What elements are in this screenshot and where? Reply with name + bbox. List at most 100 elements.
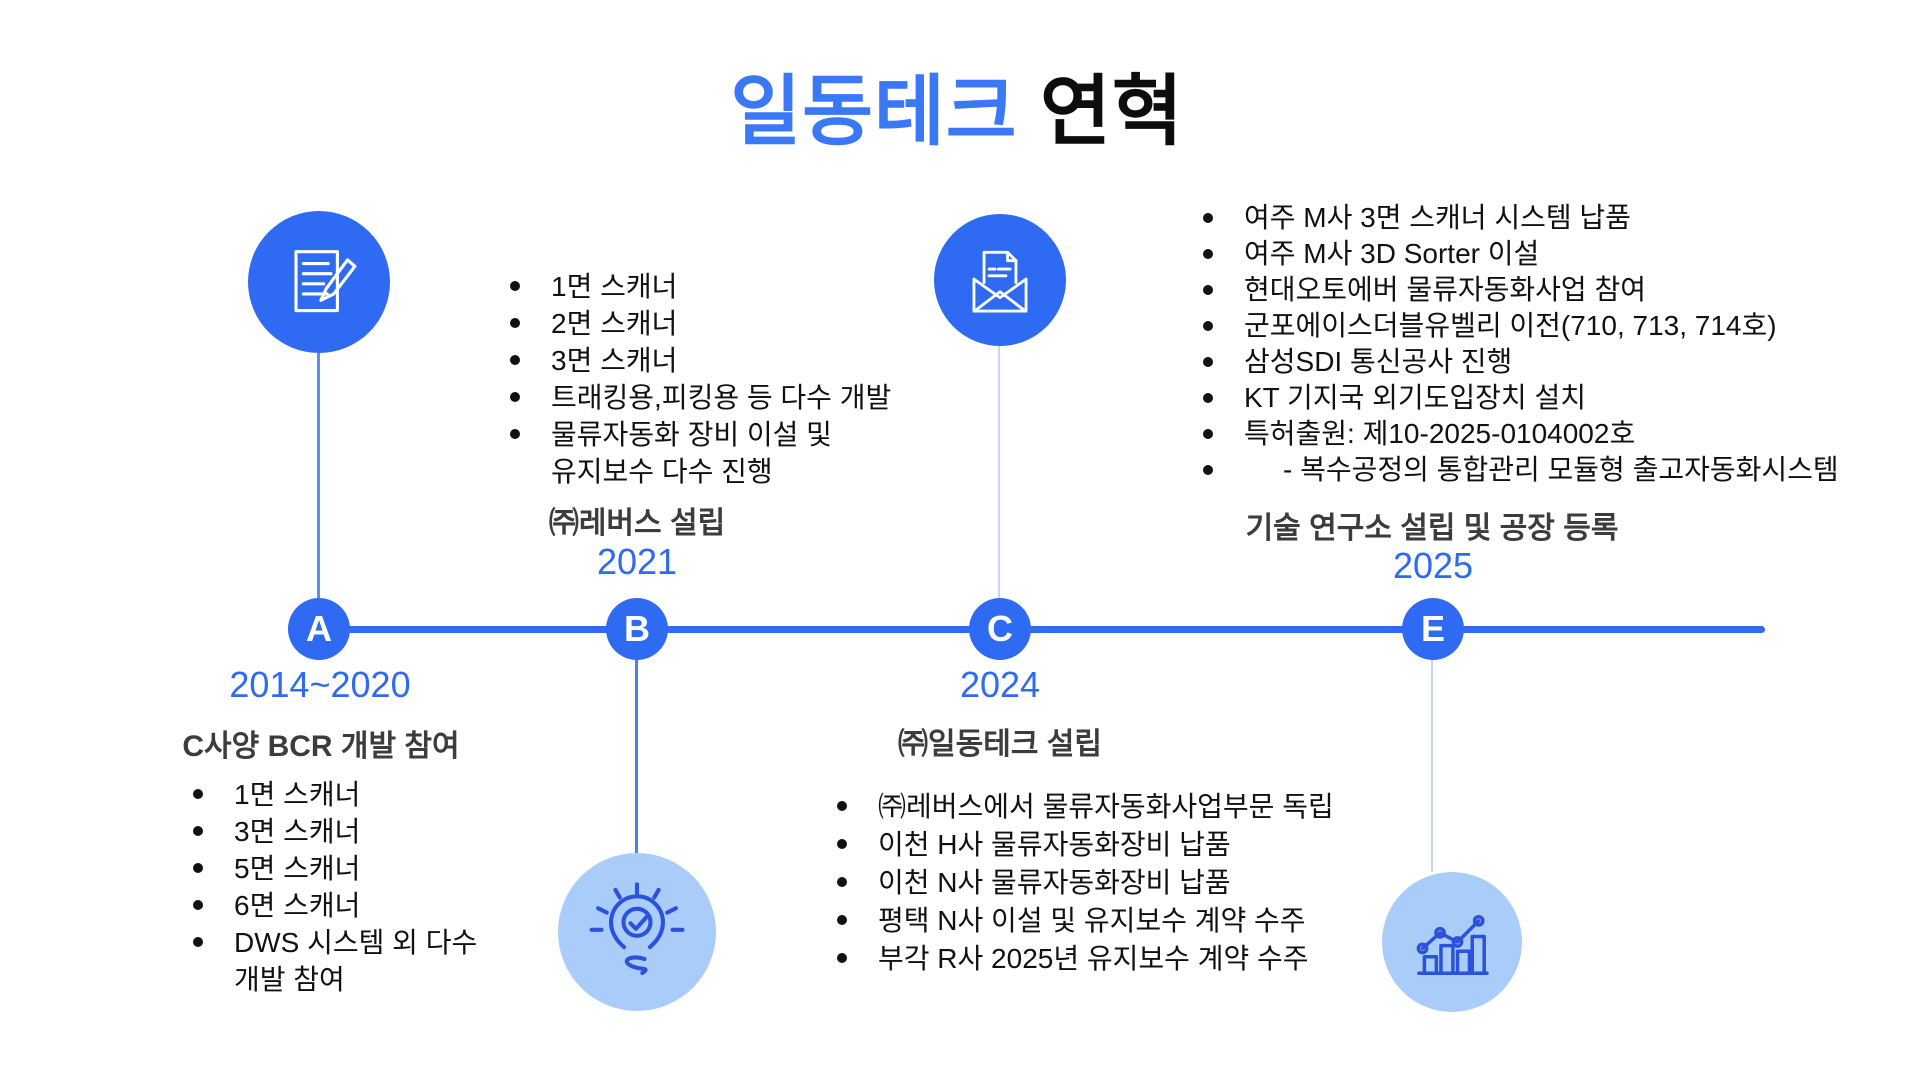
timeline-node-b: B: [606, 598, 668, 660]
section-heading-c: ㈜일동테크 설립: [898, 728, 1102, 761]
list-item: 이천 H사 물류자동화장비 납품: [837, 826, 1334, 864]
page-title: 일동테크 연혁: [0, 50, 1914, 161]
list-item-text: 삼성SDI 통신공사 진행: [1244, 346, 1513, 377]
icon-circle-a: [248, 211, 390, 353]
list-item: 특허출원: 제10-2025-0104002호: [1203, 416, 1839, 452]
bullet-icon: [510, 429, 520, 439]
list-item-text: 유지보수 다수 진행: [551, 456, 773, 487]
year-label-e: 2025: [1392, 545, 1474, 586]
bullet-icon: [1203, 429, 1213, 439]
timeline-line: [319, 626, 1765, 633]
list-item-text: 2면 스캐너: [551, 308, 678, 339]
year-label-b: 2021: [596, 541, 678, 582]
list-item: DWS 시스템 외 다수: [193, 924, 477, 961]
bullet-icon: [1203, 213, 1213, 223]
list-item: ㈜레버스에서 물류자동화사업부문 독립: [837, 788, 1334, 826]
list-item: 군포에이스더블유벨리 이전(710, 713, 714호): [1203, 308, 1839, 344]
list-item-text: 5면 스캐너: [234, 853, 361, 884]
list-item: 현대오토에버 물류자동화사업 참여: [1203, 272, 1839, 308]
list-item-text: 1면 스캐너: [551, 271, 678, 302]
icon-circle-b: [558, 853, 716, 1011]
lightbulb-check-icon: [589, 882, 685, 976]
list-item: 3면 스캐너: [510, 342, 891, 379]
list-item-text: 3면 스캐너: [551, 345, 678, 376]
bullet-icon: [510, 318, 520, 328]
list-item-text: 여주 M사 3면 스캐너 시스템 납품: [1244, 202, 1631, 233]
bullet-icon: [1203, 249, 1213, 259]
bullet-icon: [510, 392, 520, 402]
bullet-icon: [1203, 465, 1213, 475]
bullet-icon: [837, 953, 847, 963]
year-label-a: 2014~2020: [229, 664, 411, 705]
list-item-text: 개발 참여: [234, 964, 345, 995]
growth-chart-icon: [1416, 914, 1489, 976]
bullet-icon: [193, 789, 203, 799]
bullet-icon: [837, 915, 847, 925]
section-heading-a: C사양 BCR 개발 참여: [182, 730, 460, 763]
connector-b: [635, 660, 638, 853]
bullet-icon: [837, 877, 847, 887]
list-item-text: 부각 R사 2025년 유지보수 계약 수주: [878, 943, 1309, 974]
list-item: - 복수공정의 통합관리 모듈형 출고자동화시스템: [1203, 452, 1839, 488]
icon-circle-c: [934, 214, 1066, 346]
bullet-icon: [1203, 393, 1213, 403]
bullet-icon: [193, 826, 203, 836]
node-letter: C: [987, 608, 1013, 649]
list-item-text: 이천 H사 물류자동화장비 납품: [878, 829, 1231, 860]
mail-open-icon: [972, 250, 1028, 313]
list-item: 1면 스캐너: [510, 268, 891, 305]
page-title-brand: 일동테크: [730, 69, 1018, 155]
list-item-text: 현대오토에버 물류자동화사업 참여: [1244, 274, 1646, 305]
node-letter: E: [1420, 608, 1445, 649]
list-item: 부각 R사 2025년 유지보수 계약 수주: [837, 940, 1334, 978]
list-item-text: 이천 N사 물류자동화장비 납품: [878, 867, 1231, 898]
list-item: KT 기지국 외기도입장치 설치: [1203, 380, 1839, 416]
list-item-text: DWS 시스템 외 다수: [234, 927, 478, 958]
list-item-text: 여주 M사 3D Sorter 이설: [1244, 238, 1540, 269]
list-item: 유지보수 다수 진행: [510, 453, 891, 490]
connector-c: [998, 346, 1000, 599]
connector-e: [1431, 660, 1433, 872]
list-item-text: 트래킹용,피킹용 등 다수 개발: [551, 382, 892, 413]
bullet-icon: [510, 355, 520, 365]
bullet-icon: [193, 863, 203, 873]
bullet-icon: [837, 801, 847, 811]
icon-circle-e: [1382, 872, 1522, 1012]
list-item: 평택 N사 이설 및 유지보수 계약 수주: [837, 902, 1334, 940]
year-label-c: 2024: [959, 664, 1041, 705]
node-letter: A: [306, 608, 332, 649]
bullet-icon: [193, 900, 203, 910]
list-item-text: KT 기지국 외기도입장치 설치: [1244, 382, 1586, 413]
list-item-text: 6면 스캐너: [234, 890, 361, 921]
bullet-icon: [193, 937, 203, 947]
list-item: 이천 N사 물류자동화장비 납품: [837, 864, 1334, 902]
list-item: 개발 참여: [193, 961, 477, 998]
list-item: 5면 스캐너: [193, 850, 477, 887]
document-edit-icon: [294, 250, 357, 313]
list-item: 6면 스캐너: [193, 887, 477, 924]
timeline-node-a: A: [288, 598, 350, 660]
list-item-text: 군포에이스더블유벨리 이전(710, 713, 714호): [1244, 310, 1777, 341]
list-item: 삼성SDI 통신공사 진행: [1203, 344, 1839, 380]
list-item-text: - 복수공정의 통합관리 모듈형 출고자동화시스템: [1283, 454, 1839, 485]
list-item: 물류자동화 장비 이설 및: [510, 416, 891, 453]
list-item: 1면 스캐너: [193, 776, 477, 813]
timeline-node-c: C: [969, 598, 1031, 660]
list-item-text: 특허출원: 제10-2025-0104002호: [1244, 418, 1636, 449]
timeline-node-e: E: [1402, 598, 1464, 660]
node-letter: B: [624, 608, 650, 649]
bullet-icon: [837, 839, 847, 849]
list-item: 3면 스캐너: [193, 813, 477, 850]
bullet-icon: [1203, 285, 1213, 295]
list-item-text: 평택 N사 이설 및 유지보수 계약 수주: [878, 905, 1306, 936]
list-item: 2면 스캐너: [510, 305, 891, 342]
bullet-icon: [1203, 357, 1213, 367]
section-heading-e: 기술 연구소 설립 및 공장 등록: [1245, 512, 1619, 545]
section-heading-b: ㈜레버스 설립: [548, 507, 726, 540]
list-item-text: 1면 스캐너: [234, 779, 361, 810]
list-item: 여주 M사 3면 스캐너 시스템 납품: [1203, 200, 1839, 236]
